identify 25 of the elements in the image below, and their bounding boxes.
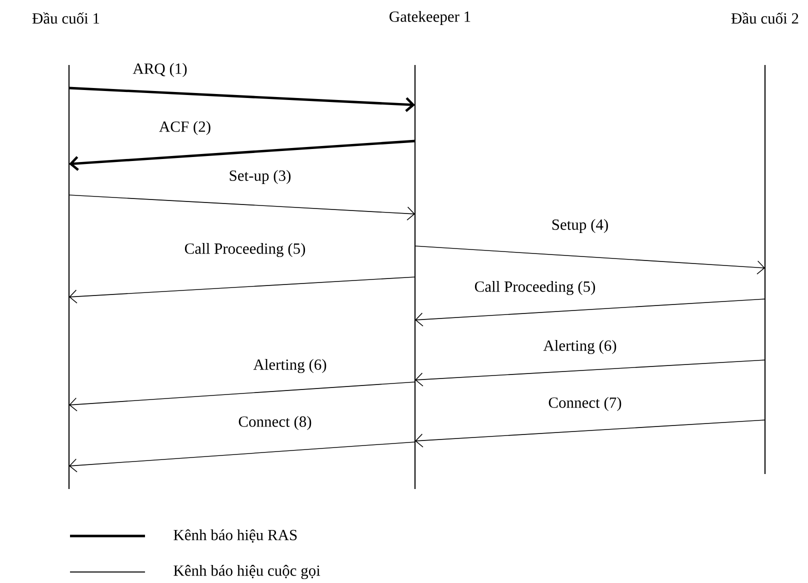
edge-label: Setup (4) [550, 218, 610, 234]
edge-label: Connect (8) [237, 414, 313, 432]
edge-label: Call Proceeding (5) [183, 242, 307, 258]
arrow [68, 86, 415, 112]
participant-label: Đầu cuối 2 [731, 12, 798, 24]
edge-label: ACF (2) [158, 120, 212, 136]
arrow [415, 298, 766, 326]
arrow [69, 442, 416, 472]
edge-label: Alerting (6) [252, 358, 328, 374]
edge-label: ARQ (1) [132, 62, 188, 78]
arrow [69, 276, 416, 304]
edge-label: Alerting (6) [542, 338, 618, 356]
arrow [69, 382, 416, 412]
edge-label: Connect (7) [547, 396, 623, 412]
edge-label: Call Proceeding (5) [473, 280, 597, 296]
arrow [414, 246, 765, 274]
legend-label: Kênh báo hiệu RAS [174, 529, 297, 543]
participant-label: Đầu cuối 1 [32, 12, 100, 24]
edge-label: Set-up (3) [228, 168, 292, 186]
legend-label: Kênh báo hiệu cuộc gọi [174, 564, 320, 580]
arrow [415, 420, 766, 448]
participant-label: Gatekeeper 1 [390, 10, 470, 26]
arrow [69, 140, 416, 171]
arrow [68, 194, 415, 220]
arrow [415, 360, 766, 386]
